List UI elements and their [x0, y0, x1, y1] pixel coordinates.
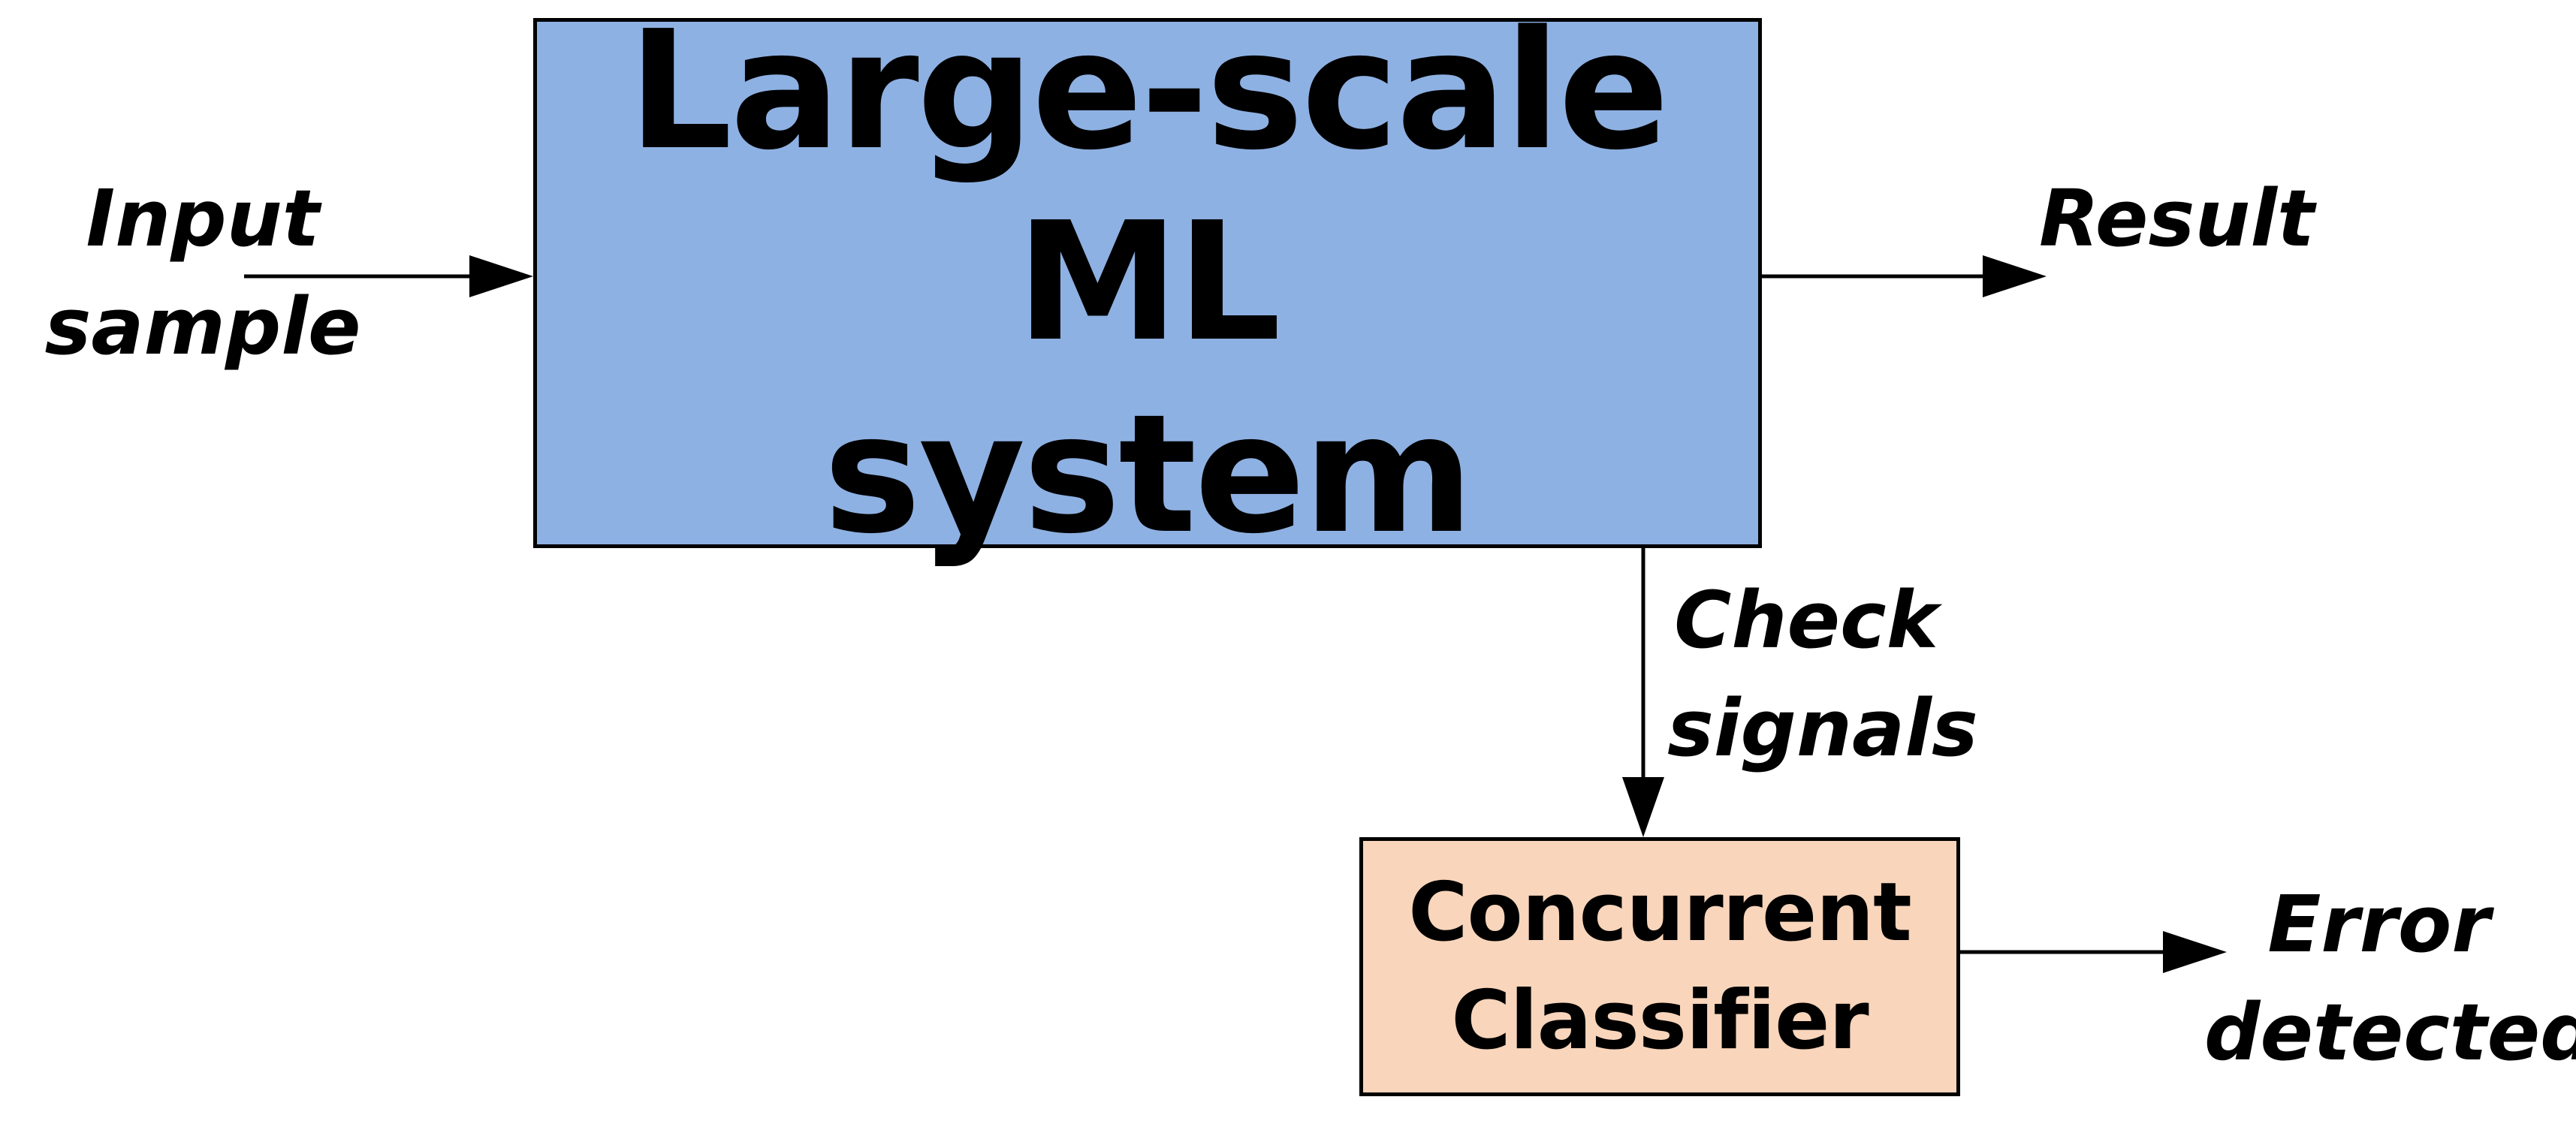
check-signals-label: Check signals — [1667, 567, 1978, 782]
arrow-input-to-ml — [244, 255, 533, 297]
arrow-ml-to-classifier — [1622, 548, 1664, 837]
ml-system-title-line1: Large-scale ML — [628, 0, 1670, 378]
ml-system-title-line2: system — [823, 379, 1474, 570]
ml-system-box: Large-scale ML system — [533, 0, 1762, 570]
classifier-title-line1: Concurrent — [1408, 865, 1912, 960]
input-label-line2: sample — [44, 280, 361, 372]
input-sample-label: Input sample — [30, 165, 376, 381]
error-label-line1: Error — [2267, 878, 2490, 970]
input-label-line1: Input — [86, 173, 320, 264]
classifier-title-line2: Classifier — [1451, 973, 1869, 1068]
arrow-ml-to-result — [1762, 255, 2047, 297]
result-label-line1: Result — [2039, 173, 2315, 264]
error-detected-label: Error detected — [2204, 871, 2576, 1086]
check-label-line1: Check — [1674, 574, 1938, 666]
arrow-classifier-to-error — [1960, 931, 2227, 973]
error-label-line2: detected — [2204, 986, 2576, 1078]
concurrent-classifier-box: Concurrent Classifier — [1359, 837, 1960, 1096]
result-label: Result — [2039, 165, 2315, 273]
check-label-line2: signals — [1667, 682, 1978, 774]
